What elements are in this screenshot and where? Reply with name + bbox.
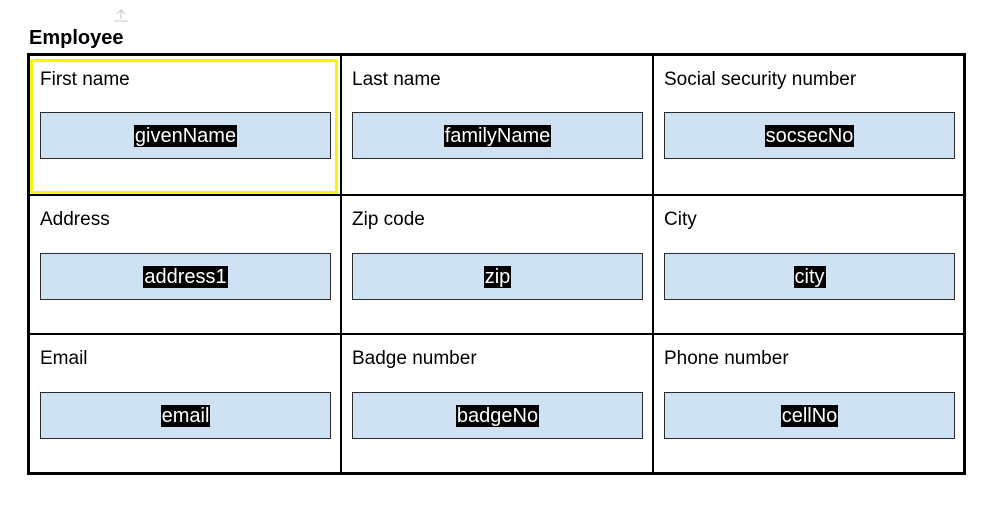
city-field[interactable]: city	[664, 253, 955, 300]
field-value: givenName	[133, 124, 238, 147]
field-label: City	[664, 209, 697, 230]
field-label: Zip code	[352, 209, 425, 230]
email-field[interactable]: email	[40, 392, 331, 439]
field-value: familyName	[443, 124, 552, 147]
field-cell-phone-number[interactable]: Phone number cellNo	[654, 335, 963, 472]
address1-field[interactable]: address1	[40, 253, 331, 300]
field-label: Last name	[352, 69, 441, 90]
cell-no-field[interactable]: cellNo	[664, 392, 955, 439]
field-cell-city[interactable]: City city	[654, 196, 963, 335]
field-cell-zip-code[interactable]: Zip code zip	[342, 196, 654, 335]
field-value: socsecNo	[764, 124, 855, 147]
field-cell-first-name[interactable]: First name givenName	[30, 56, 342, 196]
field-value: badgeNo	[455, 404, 540, 427]
field-label: First name	[40, 69, 130, 90]
field-value: city	[793, 265, 826, 288]
field-cell-social-security-number[interactable]: Social security number socsecNo	[654, 56, 963, 196]
field-cell-badge-number[interactable]: Badge number badgeNo	[342, 335, 654, 472]
field-label: Badge number	[352, 348, 477, 369]
field-label: Address	[40, 209, 110, 230]
section-title: Employee	[29, 27, 124, 49]
field-label: Social security number	[664, 69, 857, 90]
field-cell-last-name[interactable]: Last name familyName	[342, 56, 654, 196]
family-name-field[interactable]: familyName	[352, 112, 643, 159]
field-cell-address[interactable]: Address address1	[30, 196, 342, 335]
field-value: zip	[483, 265, 512, 288]
field-value: address1	[143, 265, 228, 288]
field-label: Email	[40, 348, 88, 369]
field-value: cellNo	[780, 404, 839, 427]
anchor-arrow-icon	[112, 9, 130, 23]
given-name-field[interactable]: givenName	[40, 112, 331, 159]
field-label: Phone number	[664, 348, 789, 369]
field-value: email	[160, 404, 211, 427]
badge-no-field[interactable]: badgeNo	[352, 392, 643, 439]
field-cell-email[interactable]: Email email	[30, 335, 342, 472]
employee-form-grid: First name givenName Last name familyNam…	[27, 53, 966, 475]
zip-field[interactable]: zip	[352, 253, 643, 300]
socsec-no-field[interactable]: socsecNo	[664, 112, 955, 159]
